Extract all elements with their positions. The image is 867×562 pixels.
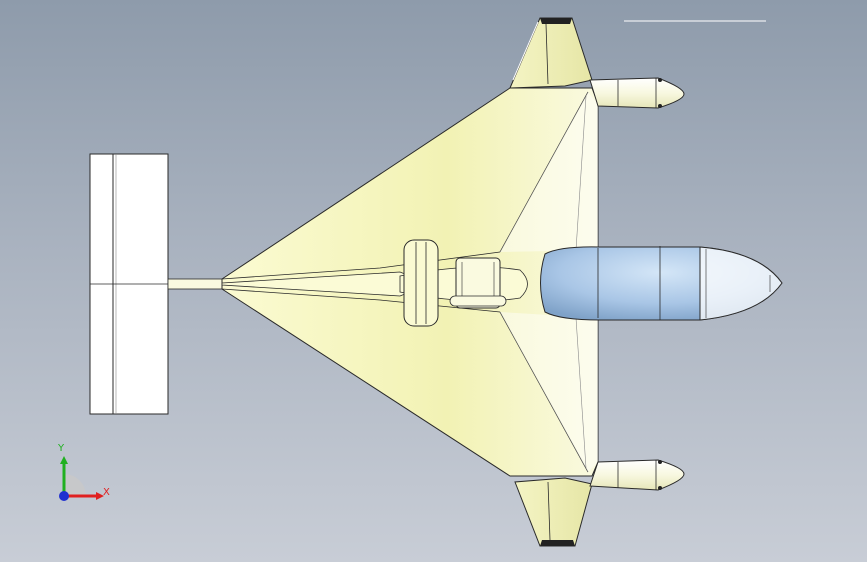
wing-fin-bottom[interactable] <box>514 477 593 547</box>
propeller-ring[interactable] <box>403 239 439 327</box>
wing-fin-top[interactable] <box>509 17 593 89</box>
engine-nacelle[interactable] <box>449 257 507 309</box>
y-axis-label: Y <box>58 443 65 454</box>
tail-boom[interactable] <box>167 278 229 290</box>
triad-plane <box>64 474 86 496</box>
pod-top[interactable] <box>589 77 685 109</box>
coordinate-triad <box>59 456 104 501</box>
pod-bottom[interactable] <box>589 459 685 491</box>
x-axis-arrow <box>96 492 104 500</box>
canopy[interactable] <box>540 246 783 321</box>
x-axis-label: X <box>103 487 110 498</box>
horizontal-stabilizer[interactable] <box>89 153 169 415</box>
y-axis-arrow <box>60 456 68 464</box>
z-axis-point <box>59 491 69 501</box>
